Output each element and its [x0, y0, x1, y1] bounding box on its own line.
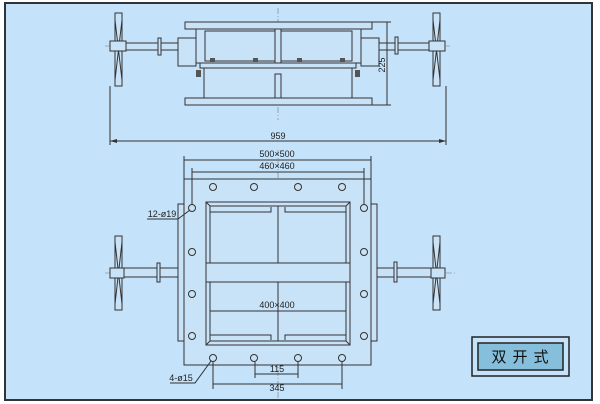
top-plate [184, 21, 373, 30]
title-label: 双开式 [491, 348, 554, 366]
left-screw-shaft [125, 42, 179, 51]
right-side-bar [370, 203, 378, 342]
plan-view: 500×500 460×460 400×400 115 345 12-ø19 4… [105, 149, 455, 398]
hole-spacing-115: 115 [270, 364, 284, 374]
bolt-pitch-dimension: 460×460 [259, 161, 294, 171]
right-handwheel-icon[interactable] [428, 12, 446, 87]
bottom-plate [184, 97, 373, 106]
height-dimension: 225 [377, 57, 387, 72]
right-bearing [360, 37, 380, 67]
left-handwheel-icon[interactable] [109, 12, 127, 87]
hole-spacing-345: 345 [269, 383, 284, 393]
opening-dimension: 400×400 [259, 300, 294, 310]
center-bar [205, 262, 351, 283]
bolt-holes [188, 183, 368, 362]
title-box: 双开式 [471, 336, 570, 377]
top-view: 225 959 [105, 8, 450, 145]
left-side-bar [177, 203, 185, 342]
left-handwheel-icon[interactable] [109, 235, 125, 311]
flange-dimension: 500×500 [259, 149, 294, 159]
length-dimension: 959 [270, 131, 285, 141]
bolt-hole-callout: 12-ø19 [148, 209, 177, 219]
right-handwheel-icon[interactable] [430, 235, 446, 311]
left-bearing [177, 37, 197, 67]
corner-hole-callout: 4-ø15 [169, 373, 193, 383]
